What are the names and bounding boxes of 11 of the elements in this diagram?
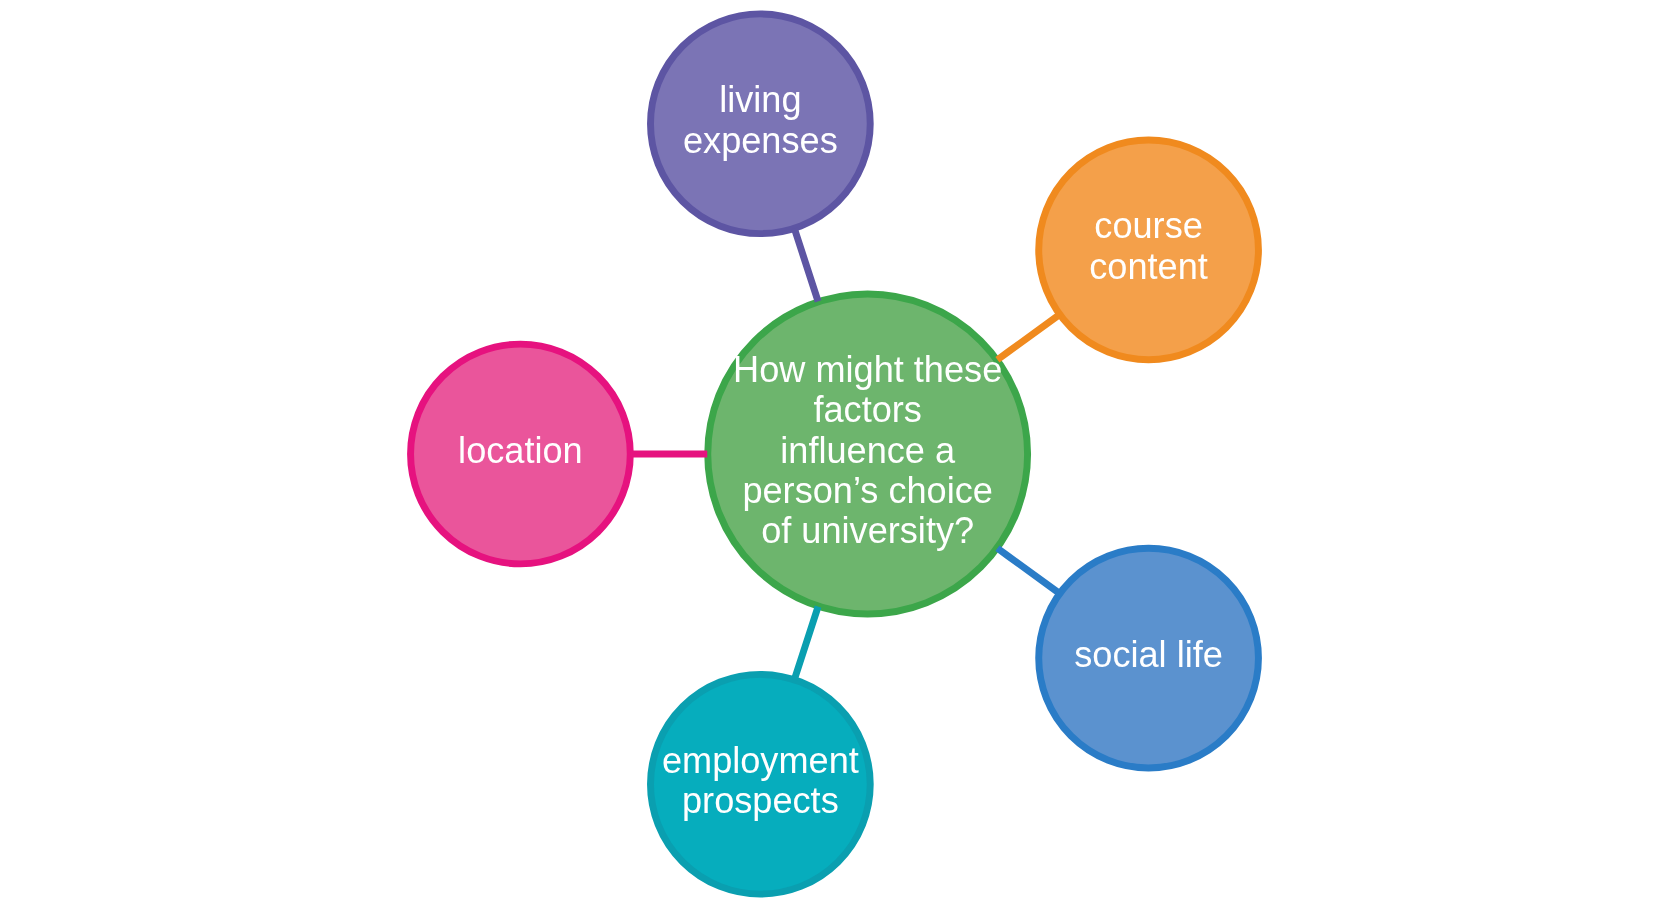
connector [791,605,822,681]
node-circle: How might these factors influence a person’s choice of university? [704,290,1032,618]
connector [995,311,1062,363]
connector [791,227,822,303]
node-circle: living expenses [647,10,874,238]
node-circle: location [407,340,634,568]
connector [995,545,1062,597]
node-circle: employment prospects [647,670,874,898]
node-circle: social life [1035,544,1262,772]
node-circle: course content [1035,136,1262,364]
connector [630,450,708,458]
